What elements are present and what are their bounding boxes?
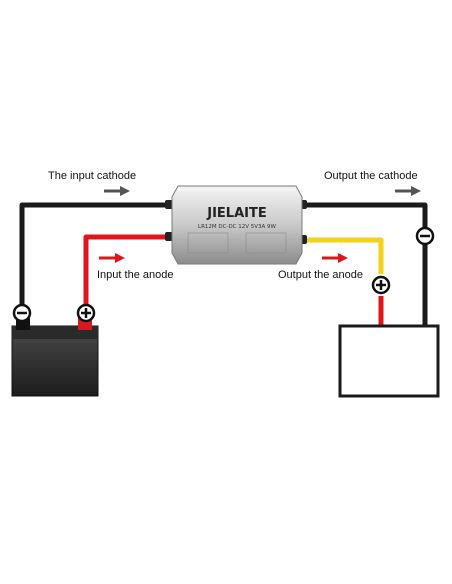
battery <box>11 318 99 397</box>
input-anode-wire <box>83 234 183 318</box>
plus-terminal-icon <box>76 303 96 323</box>
converter-module: JIELAITE LR12M DC-DC 12V 5V3A 9W <box>165 185 307 265</box>
input-cathode-wire <box>19 202 183 318</box>
output-anode-wire <box>290 237 384 274</box>
output-anode-arrow-icon <box>322 253 348 263</box>
output-cathode-wire <box>290 202 428 230</box>
input-anode-label: Input the anode <box>97 269 174 281</box>
output-cathode-label: Output the cathode <box>324 170 418 182</box>
plus-terminal-icon <box>371 275 391 295</box>
module-brand: JIELAITE <box>206 206 266 221</box>
input-cathode-arrow-icon <box>104 186 130 196</box>
load-device <box>338 324 440 398</box>
output-cathode-arrow-icon <box>395 186 421 196</box>
input-cathode-label: The input cathode <box>48 170 137 182</box>
module-spec: LR12M DC-DC 12V 5V3A 9W <box>198 224 277 230</box>
input-anode-arrow-icon <box>99 253 125 263</box>
minus-terminal-icon <box>12 303 32 323</box>
minus-terminal-icon <box>415 226 435 246</box>
output-anode-label: Output the anode <box>278 269 364 281</box>
